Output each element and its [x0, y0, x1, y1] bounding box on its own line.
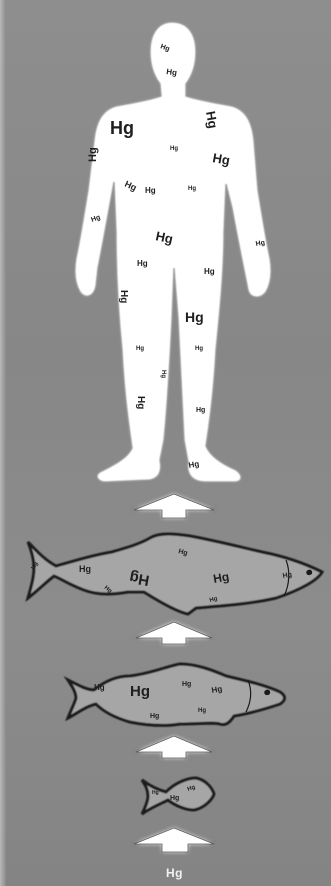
hg-label: Hg — [170, 795, 179, 802]
hg-label: Hg — [110, 118, 134, 138]
large-fish-body — [28, 534, 322, 614]
hg-label: Hg — [182, 681, 191, 688]
arrow-up-4 — [134, 828, 214, 852]
hg-label: Hg — [135, 396, 146, 409]
hg-label: Hg — [170, 146, 178, 152]
hg-label: Hg — [188, 459, 200, 470]
hg-label: Hg — [211, 150, 231, 168]
small-fish: Hg Hg Hg — [142, 778, 214, 814]
hg-label: Hg — [198, 708, 206, 714]
hg-label: Hg — [195, 346, 203, 352]
hg-label: Hg — [150, 713, 159, 720]
hg-label: Hg — [204, 267, 215, 276]
hg-label: Hg — [94, 683, 105, 692]
medium-fish-body — [68, 664, 285, 725]
large-fish: Hg Hg Hg Hg Hg Hg Hg Hg — [28, 534, 322, 614]
medium-fish: Hg Hg Hg Hg Hg Hg — [68, 664, 285, 725]
hg-label: Hg — [136, 346, 144, 352]
hg-label: Hg — [196, 407, 205, 414]
hg-label: Hg — [212, 569, 230, 586]
hg-label: Hg — [128, 569, 151, 589]
hg-label: Hg — [188, 186, 196, 192]
arrow-up-2 — [136, 622, 212, 644]
hg-label: Hg — [137, 259, 148, 268]
hg-label: Hg — [87, 147, 99, 162]
hg-label: Hg — [145, 186, 156, 195]
arrow-up-3 — [136, 736, 212, 758]
hg-label: Hg — [185, 309, 204, 325]
source-mercury-label: Hg — [166, 866, 183, 880]
hg-label: Hg — [152, 790, 159, 796]
human-silhouette — [75, 22, 271, 482]
hg-label: Hg — [118, 290, 129, 303]
human-figure: Hg Hg Hg Hg Hg Hg Hg Hg Hg Hg Hg Hg Hg H… — [75, 22, 271, 482]
hg-label: Hg — [160, 370, 166, 378]
hg-label: Hg — [79, 564, 91, 574]
hg-label: Hg — [130, 683, 150, 700]
hg-label: Hg — [203, 110, 221, 130]
arrow-up-1 — [134, 494, 214, 518]
hg-label: Hg — [166, 67, 178, 77]
hg-label: Hg — [211, 684, 223, 695]
